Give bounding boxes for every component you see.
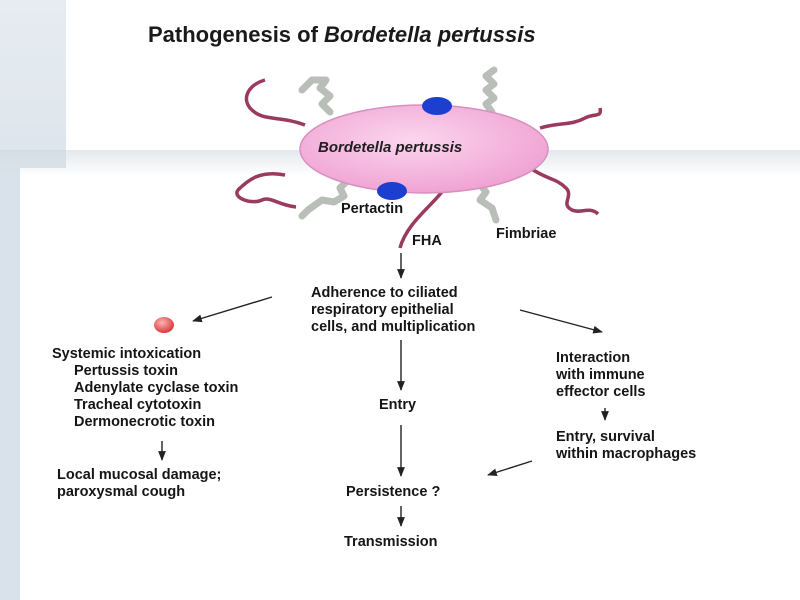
arrow-adherence-to-systemic	[192, 296, 273, 323]
arrows-group	[158, 253, 609, 527]
toxin-droplet-icon	[154, 317, 174, 333]
fimbriae-group	[298, 66, 500, 224]
entry-step: Entry	[379, 397, 417, 413]
pertactin-protein-icon	[377, 182, 407, 200]
fimbria-2	[482, 66, 498, 116]
systemic-intoxication-block: Systemic intoxication Pertussis toxin Ad…	[52, 346, 238, 431]
flagellum-1	[244, 78, 306, 127]
systemic-heading: Systemic intoxication	[52, 346, 202, 362]
flagellum-2	[235, 172, 297, 209]
macrophage-survival-step: Entry, survival within macrophages	[556, 429, 697, 462]
transmission-step: Transmission	[344, 534, 438, 550]
page-title: Pathogenesis of Bordetella pertussis	[148, 22, 536, 48]
title-species: Bordetella pertussis	[324, 22, 536, 47]
arrow-adherence-to-interaction	[519, 309, 603, 334]
fimbriae-label: Fimbriae	[496, 226, 557, 242]
adherence-step: Adherence to ciliated respiratory epithe…	[311, 285, 476, 335]
flagellum-3	[398, 179, 452, 249]
toxin-item: Tracheal cytotoxin	[74, 397, 202, 413]
toxin-item: Adenylate cyclase toxin	[74, 380, 239, 396]
fimbria-1	[298, 76, 334, 116]
surface-protein-top-icon	[422, 97, 452, 115]
fimbria-3	[298, 176, 352, 220]
fimbria-4	[474, 178, 500, 224]
pertactin-label: Pertactin	[341, 201, 404, 217]
toxin-item: Dermonecrotic toxin	[74, 414, 215, 430]
slide-corner-decoration	[0, 0, 66, 168]
arrow-survival-to-persistence	[487, 460, 533, 477]
mucosal-damage-outcome: Local mucosal damage; paroxysmal cough	[57, 467, 222, 500]
bacterium-label: Bordetella pertussis	[318, 139, 463, 156]
immune-interaction-step: Interaction with immune effector cells	[556, 350, 646, 400]
fha-label: FHA	[412, 233, 442, 249]
flagellum-5	[529, 166, 600, 216]
title-prefix: Pathogenesis of	[148, 22, 325, 47]
persistence-step: Persistence ?	[346, 484, 441, 500]
flagellum-4	[539, 107, 603, 130]
toxin-item: Pertussis toxin	[74, 363, 178, 379]
flagella-group	[235, 78, 603, 249]
slide-side-bar	[0, 168, 20, 600]
